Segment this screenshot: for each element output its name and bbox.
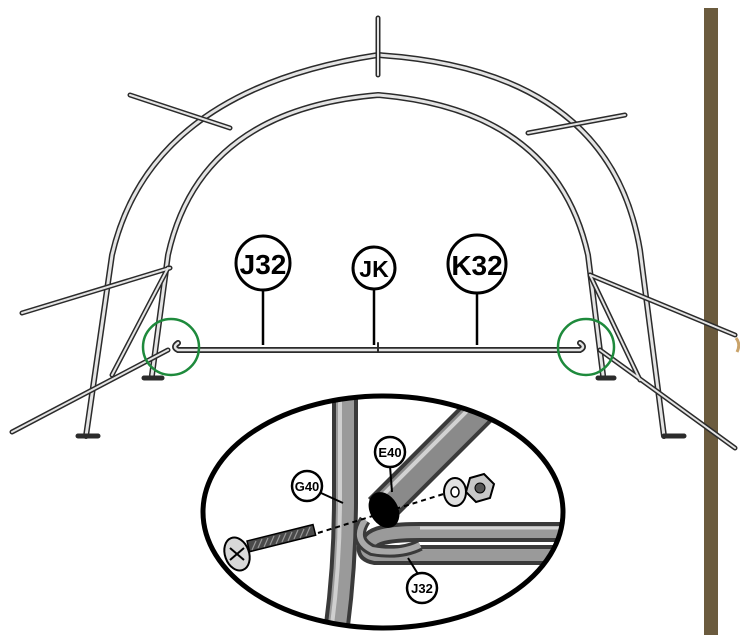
right-joint-highlight <box>556 317 616 377</box>
callout-k32: K32 <box>446 233 508 345</box>
bolt-icon <box>223 523 317 572</box>
label-e40: E40 <box>378 445 401 460</box>
callout-j32: J32 <box>234 234 292 345</box>
callout-inset-j32: J32 <box>405 557 439 605</box>
callout-jk: JK <box>351 245 397 345</box>
nut-icon <box>464 472 496 504</box>
left-joint-highlight <box>141 317 201 377</box>
label-inset-j32: J32 <box>411 581 433 596</box>
label-k32: K32 <box>451 250 502 281</box>
callout-e40: E40 <box>373 435 407 493</box>
detail-inset-border <box>200 393 566 631</box>
callout-g40: G40 <box>290 469 344 504</box>
post-knot <box>734 337 740 353</box>
cross-bar <box>172 340 586 353</box>
inner-hoop <box>141 91 617 381</box>
label-g40: G40 <box>295 479 320 494</box>
label-jk: JK <box>359 256 389 282</box>
wooden-post <box>704 8 718 635</box>
washer-icon <box>443 477 467 507</box>
spokes <box>9 15 738 451</box>
label-j32: J32 <box>240 249 287 280</box>
